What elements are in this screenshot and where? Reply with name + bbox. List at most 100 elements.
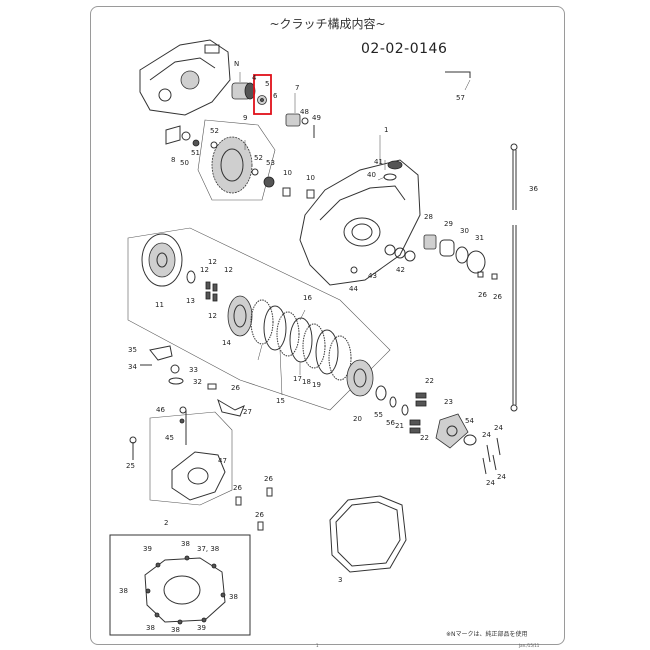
gasket-3 <box>329 495 407 573</box>
callout-50: 50 <box>180 159 189 167</box>
callout-9: 9 <box>243 114 247 122</box>
washers-8-50-51 <box>165 125 200 147</box>
callout-4: 4 <box>252 74 257 82</box>
callout-42: 42 <box>396 266 405 274</box>
callout-23: 23 <box>444 398 453 406</box>
callout-24d: 24 <box>486 479 495 487</box>
callout-37-38: 37, 38 <box>197 545 219 553</box>
callout-16: 16 <box>303 294 312 302</box>
callout-32: 32 <box>193 378 202 386</box>
friction-plates-15-19 <box>250 299 352 381</box>
callout-49: 49 <box>312 114 321 122</box>
callout-45: 45 <box>165 434 174 442</box>
callout-labels: N 4 5 6 7 48 49 57 9 52 52 51 50 8 53 10… <box>119 60 538 634</box>
callout-19: 19 <box>312 381 321 389</box>
lever-shaft-27 <box>217 398 245 417</box>
callout-3: 3 <box>338 576 342 584</box>
callout-41: 41 <box>374 158 383 166</box>
callout-8: 8 <box>171 156 175 164</box>
callout-12a: 12 <box>208 258 217 266</box>
callout-22b: 22 <box>420 434 429 442</box>
release-parts-28-31 <box>423 234 498 280</box>
highlighted-parts-5-6 <box>253 74 272 115</box>
callout-10a: 10 <box>283 169 292 177</box>
bolt-25 <box>129 436 137 460</box>
callout-30: 30 <box>460 227 469 235</box>
clutch-driven-gear-9 <box>197 119 276 201</box>
callout-20: 20 <box>353 415 362 423</box>
clutch-cover-1 <box>299 135 421 286</box>
callout-56: 56 <box>386 419 395 427</box>
callout-48: 48 <box>300 108 309 116</box>
callout-17: 17 <box>293 375 302 383</box>
callout-21: 21 <box>395 422 404 430</box>
callout-26d: 26 <box>264 475 273 483</box>
callout-14: 14 <box>222 339 231 347</box>
clutch-outer-11 <box>141 233 183 287</box>
page-title: ~クラッチ構成内容~ <box>269 17 386 31</box>
callout-44: 44 <box>349 285 358 293</box>
callout-12c: 12 <box>224 266 233 274</box>
callout-18: 18 <box>302 378 311 386</box>
left-cover-2 <box>171 406 226 501</box>
callout-51: 51 <box>191 149 200 157</box>
callout-57: 57 <box>456 94 465 102</box>
callout-39a: 39 <box>143 545 152 553</box>
callout-24b: 24 <box>482 431 491 439</box>
clutch-center-14 <box>227 295 253 337</box>
callout-11: 11 <box>155 301 164 309</box>
callout-43: 43 <box>368 272 377 280</box>
leader-lines <box>239 72 471 396</box>
inset-bolt-view <box>109 534 251 636</box>
callout-15: 15 <box>276 397 285 405</box>
page-number: 1 <box>316 643 319 648</box>
pressure-plate-20 <box>346 359 374 397</box>
genuine-parts-note: ※Nマークは、純正部品を使用 <box>446 631 528 638</box>
callout-38c: 38 <box>229 593 238 601</box>
bolts-24 <box>482 437 501 475</box>
callout-38a: 38 <box>181 540 190 548</box>
callout-12d: 12 <box>208 312 217 320</box>
nut-54 <box>463 434 477 446</box>
primary-drive-gear <box>231 82 256 100</box>
callout-2: 2 <box>164 519 168 527</box>
collar-7 <box>285 93 315 138</box>
cover-2-frame <box>149 411 233 506</box>
callout-24a: 24 <box>494 424 503 432</box>
callout-39b: 39 <box>197 624 206 632</box>
callout-26a: 26 <box>478 291 487 299</box>
crankcase-corner <box>139 39 231 116</box>
diagram-code: 02-02-0146 <box>361 41 448 57</box>
callout-6: 6 <box>273 92 278 100</box>
callout-52b: 52 <box>254 154 263 162</box>
callout-12b: 12 <box>200 266 209 274</box>
callout-13: 13 <box>186 297 195 305</box>
callout-25: 25 <box>126 462 135 470</box>
springs-12 <box>205 281 218 302</box>
callout-26c: 26 <box>231 384 240 392</box>
bolts-26 <box>235 487 273 531</box>
callout-35: 35 <box>128 346 137 354</box>
callout-38b: 38 <box>119 587 128 595</box>
callout-53: 53 <box>266 159 275 167</box>
callout-26e: 26 <box>233 484 242 492</box>
callout-10b: 10 <box>306 174 315 182</box>
clutch-cable-36 <box>510 143 518 412</box>
callout-34: 34 <box>128 363 137 371</box>
callout-22a: 22 <box>425 377 434 385</box>
callout-5: 5 <box>265 80 269 88</box>
callout-26b: 26 <box>493 293 502 301</box>
small-parts-55-56-21 <box>375 385 409 416</box>
release-lever-35 <box>140 345 217 390</box>
callout-46: 46 <box>156 406 165 414</box>
callout-38e: 38 <box>171 626 180 634</box>
callout-47: 47 <box>218 457 227 465</box>
bolts-10 <box>282 187 315 199</box>
callout-38d: 38 <box>146 624 155 632</box>
callout-36: 36 <box>529 185 538 193</box>
clutch-springs-22 <box>409 392 427 434</box>
callout-55: 55 <box>374 411 383 419</box>
callout-40: 40 <box>367 171 376 179</box>
lifter-plate-23 <box>435 413 469 449</box>
